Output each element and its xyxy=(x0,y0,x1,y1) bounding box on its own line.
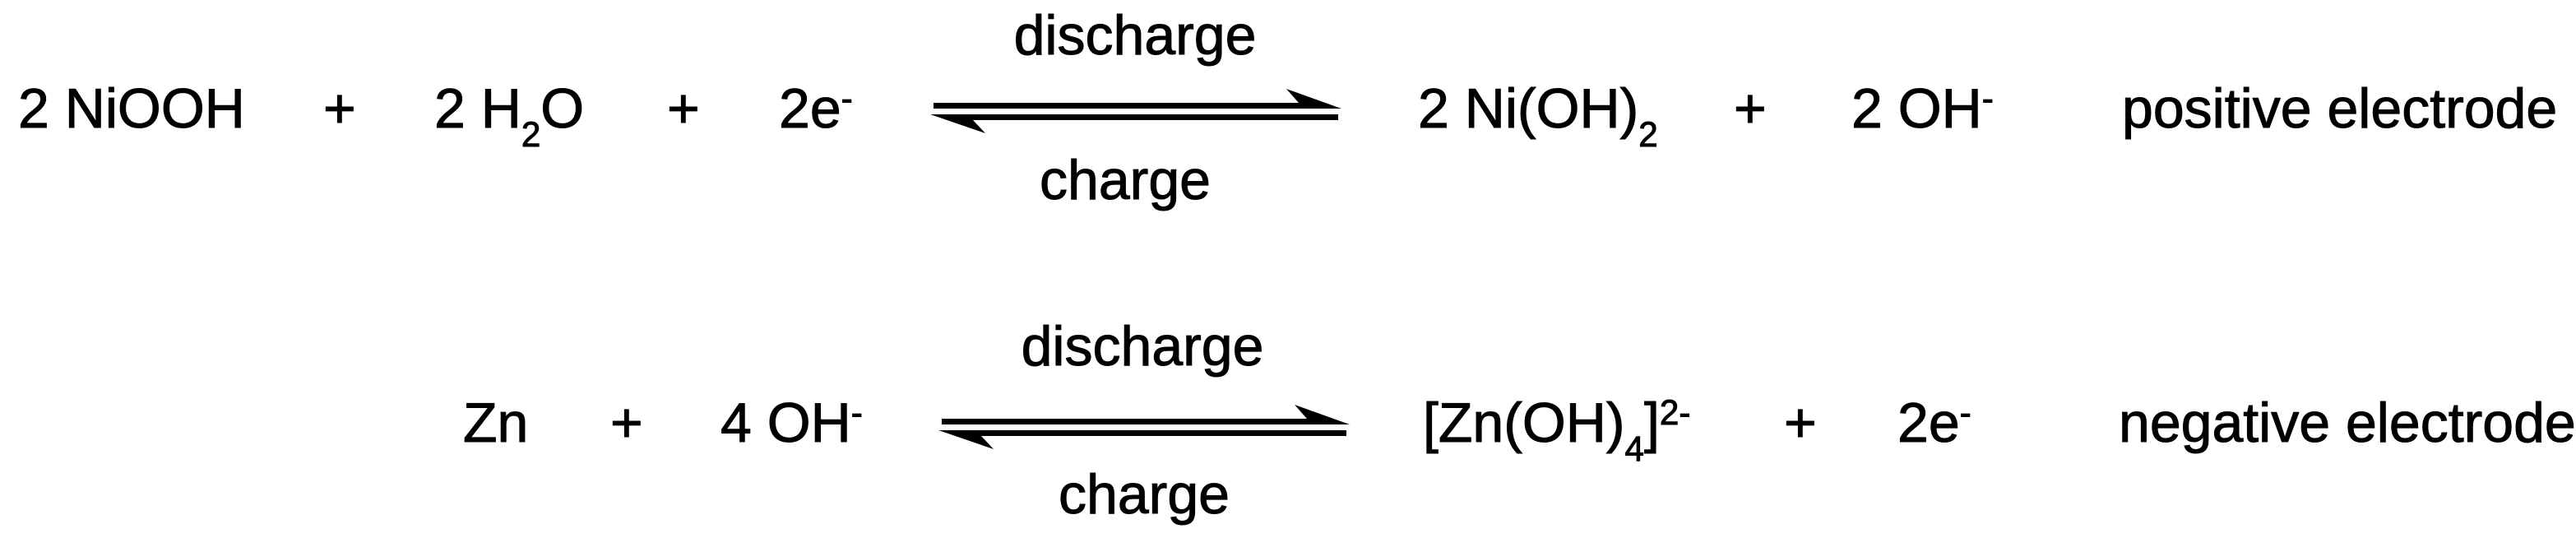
electrode-label-positive: positive electrode xyxy=(2121,77,2558,140)
reverse-arrow-icon xyxy=(938,430,1346,449)
plus-operator: + xyxy=(323,77,357,140)
species-zinc: Zn xyxy=(462,392,529,454)
plus-operator: + xyxy=(667,77,701,140)
label-discharge: discharge xyxy=(1013,4,1257,67)
label-charge: charge xyxy=(1040,149,1212,211)
forward-arrow-icon xyxy=(934,89,1341,109)
equilibrium-arrows xyxy=(938,405,1350,449)
species-water: 2 H2O xyxy=(434,77,585,155)
forward-arrow-icon xyxy=(942,405,1350,424)
species-nioh2: 2 Ni(OH)2 xyxy=(1417,77,1658,155)
reverse-arrow-icon xyxy=(930,114,1338,133)
species-zincate: [Zn(OH)4]2- xyxy=(1423,392,1691,469)
species-electrons: 2e- xyxy=(1897,392,1972,454)
species-niooh: 2 NiOOH xyxy=(18,77,246,140)
label-discharge: discharge xyxy=(1021,315,1264,378)
label-charge: charge xyxy=(1059,463,1230,526)
plus-operator: + xyxy=(1734,77,1768,140)
species-hydroxide: 4 OH- xyxy=(720,392,864,454)
species-electrons: 2e- xyxy=(779,77,854,140)
species-hydroxide: 2 OH- xyxy=(1851,77,1995,140)
plus-operator: + xyxy=(1784,392,1818,454)
electrode-label-negative: negative electrode xyxy=(2119,392,2576,454)
equilibrium-arrows xyxy=(930,89,1341,133)
plus-operator: + xyxy=(610,392,644,454)
